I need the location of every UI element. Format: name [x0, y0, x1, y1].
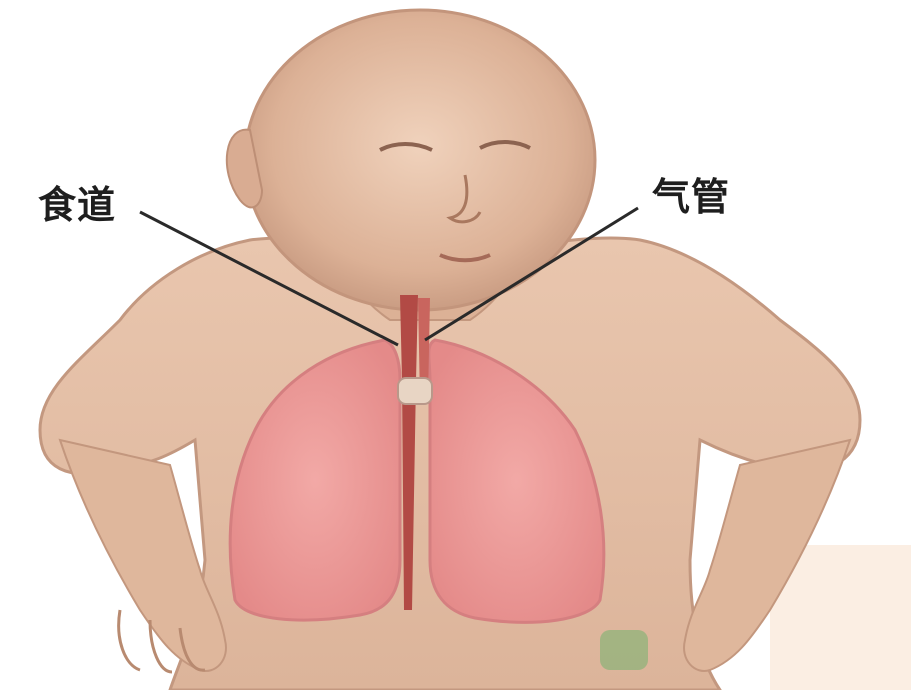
- bronchus-fork: [398, 378, 432, 404]
- head: [245, 10, 595, 310]
- right-fingers: [600, 630, 648, 670]
- esophagus-label: 食道: [38, 186, 116, 224]
- trachea-label: 气管: [652, 178, 730, 216]
